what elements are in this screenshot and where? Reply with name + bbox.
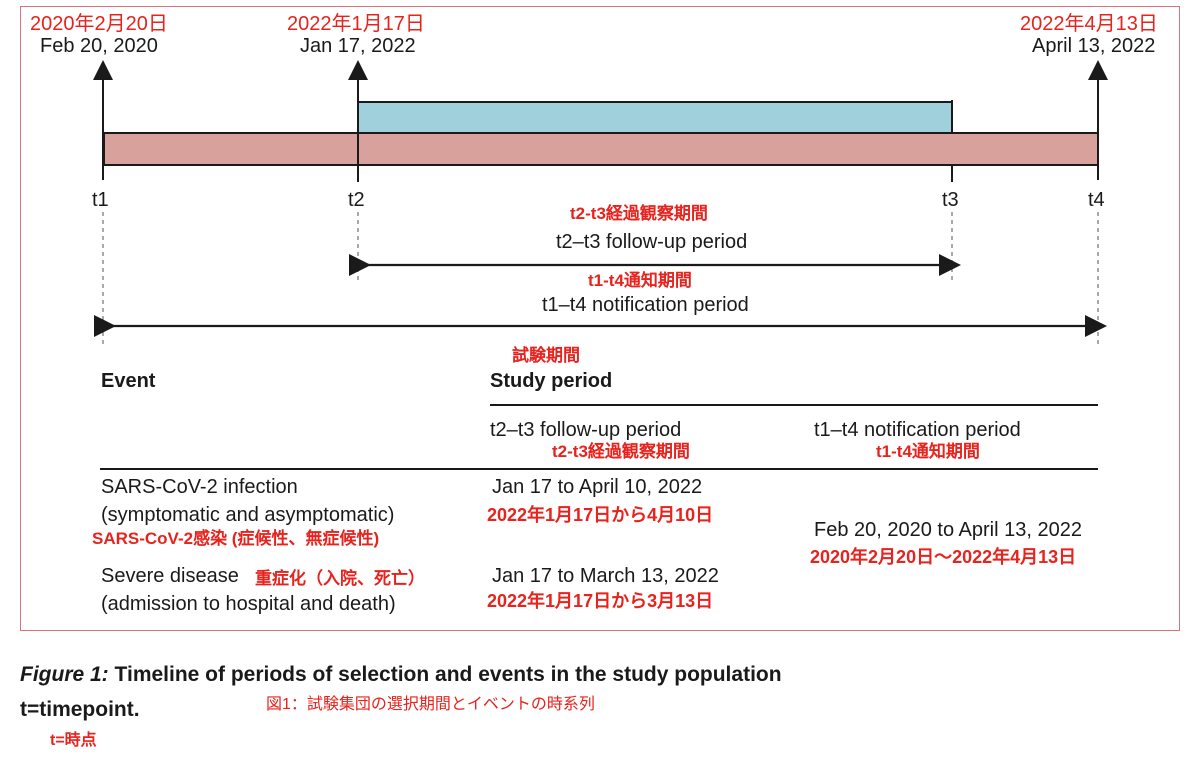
col-followup-jp: t2-t3経過観察期間 [552, 442, 690, 461]
row2-event-line2: (admission to hospital and death) [101, 593, 396, 615]
notification-period-bar [103, 132, 1099, 166]
t1-label: t1 [92, 189, 109, 211]
t3-label: t3 [942, 189, 959, 211]
t4-date-en: April 13, 2022 [1032, 35, 1156, 57]
event-header: Event [101, 370, 156, 392]
t4-date-jp: 2022年4月13日 [1020, 13, 1158, 35]
notification-label-jp: t1-t4通知期間 [588, 271, 692, 290]
row2-followup-en: Jan 17 to March 13, 2022 [492, 565, 719, 587]
figure-title: Timeline of periods of selection and eve… [114, 663, 782, 686]
t2-date-jp: 2022年1月17日 [287, 13, 425, 35]
notification-label-en: t1–t4 notification period [542, 294, 749, 316]
t2-date-en: Jan 17, 2022 [300, 35, 416, 57]
row1-event-jp: SARS-CoV-2感染 (症候性、無症候性) [92, 529, 380, 548]
followup-label-jp: t2-t3経過観察期間 [570, 204, 708, 223]
row2-event-jp: 重症化（入院、死亡） [255, 569, 425, 588]
followup-label-en: t2–t3 follow-up period [556, 231, 748, 253]
notification-cell-en: Feb 20, 2020 to April 13, 2022 [814, 519, 1082, 541]
study-period-header: Study period [490, 370, 613, 392]
t2-marker-line [357, 68, 359, 182]
col-followup-en: t2–t3 follow-up period [490, 419, 682, 441]
figure-title-jp: 図1：試験集団の選択期間とイベントの時系列 [266, 696, 595, 713]
row1-followup-jp: 2022年1月17日から4月10日 [487, 505, 714, 525]
row1-followup-en: Jan 17 to April 10, 2022 [492, 476, 703, 498]
row2-followup-jp: 2022年1月17日から3月13日 [487, 591, 714, 611]
t1-date-en: Feb 20, 2020 [40, 35, 158, 57]
t2-label: t2 [348, 189, 365, 211]
figure-label: Figure 1: [20, 663, 109, 686]
notification-cell-jp: 2020年2月20日〜2022年4月13日 [810, 547, 1077, 567]
study-period-rule [490, 404, 1098, 406]
table-header-rule [100, 468, 1098, 470]
row1-event-line2: (symptomatic and asymptomatic) [101, 504, 395, 526]
t1-date-jp: 2020年2月20日 [30, 13, 168, 35]
figure-note: t=timepoint. [20, 698, 140, 721]
row1-event-line1: SARS-CoV-2 infection [101, 476, 298, 498]
t4-label: t4 [1088, 189, 1105, 211]
study-period-label-jp: 試験期間 [512, 346, 580, 365]
followup-period-bar [357, 101, 953, 134]
col-notification-jp: t1-t4通知期間 [876, 442, 980, 461]
figure-note-jp: t=時点 [50, 732, 97, 749]
figure-frame [20, 6, 1180, 631]
col-notification-en: t1–t4 notification period [814, 419, 1021, 441]
row2-event-line1: Severe disease [101, 565, 239, 587]
figure-caption: Figure 1: Timeline of periods of selecti… [20, 664, 782, 685]
